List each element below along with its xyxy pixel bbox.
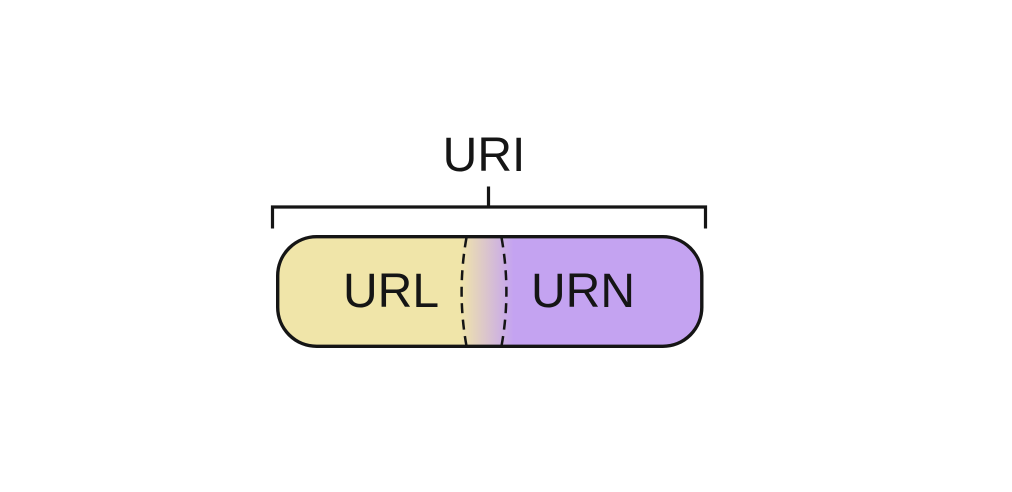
overlap-divider-right-dash [500,237,508,347]
url-urn-capsule [276,234,704,348]
uri-bracket [270,186,708,229]
overlap-divider-left-dash [460,237,468,347]
url-label: URL [343,265,439,318]
uri-title: URI [443,129,526,182]
urn-label: URN [531,265,635,318]
